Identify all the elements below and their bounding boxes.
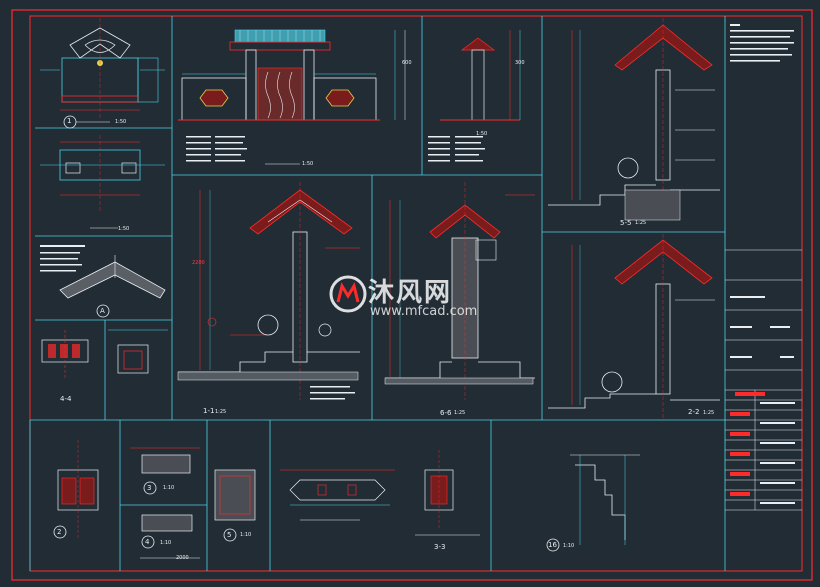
dimension-600: 600: [402, 60, 412, 66]
section-mark-4-4: 4-4: [60, 395, 72, 403]
inner-frame: [29, 15, 803, 572]
detail-section-a: [280, 469, 395, 521]
scale-elevation: 1:50: [302, 161, 314, 167]
section-mark-3-3: 3-3: [434, 543, 446, 551]
scale-side: 1:50: [476, 131, 488, 137]
detail-A-roof: [40, 245, 166, 318]
detail-number-4: 4: [145, 538, 150, 546]
section-mark-1-1: 1-1: [203, 407, 215, 415]
section-1-1: [177, 182, 360, 400]
section-2-2: [548, 234, 720, 418]
scale-detail-3: 1:10: [163, 485, 175, 491]
section-mark-6-6: 6-6: [440, 409, 452, 417]
detail-plan-2: [40, 135, 165, 229]
detail-number-2: 2: [57, 528, 62, 536]
detail-section-b: [415, 450, 480, 536]
scale-plan-2: 1:50: [118, 226, 130, 232]
detail-5: [214, 469, 256, 542]
detail-4: [140, 514, 200, 559]
side-elevation: [428, 30, 521, 162]
scale-section-5: 1:25: [635, 220, 647, 226]
watermark-url: www.mfcad.com: [370, 304, 478, 319]
title-block: [725, 249, 802, 511]
general-notes: [730, 24, 794, 62]
dimension-300: 300: [515, 60, 525, 66]
detail-number-1: 1: [67, 117, 72, 125]
outer-frame: [11, 9, 813, 581]
section-6-6: [384, 182, 535, 400]
scale-section-2: 1:25: [703, 410, 715, 416]
detail-16-profile: [546, 454, 640, 552]
detail-bottom-left: [41, 329, 168, 380]
dimension-2000: 2000: [176, 555, 189, 561]
detail-3: [130, 447, 200, 495]
detail-number-3: 3: [147, 484, 152, 492]
detail-number-16: 16: [548, 541, 557, 549]
section-mark-5-5: 5-5: [620, 219, 632, 227]
scale-detail-4: 1:10: [160, 540, 172, 546]
detail-1-plan: [40, 18, 165, 129]
panel-grid: [29, 16, 726, 571]
mfcad-logo-icon: [329, 275, 367, 313]
title-block-red-cells: [730, 392, 765, 496]
watermark-brand: 沐风网: [368, 278, 453, 308]
scale-section-1: 1:25: [215, 409, 227, 415]
section-5-5: [548, 18, 720, 221]
gate-elevation: [178, 29, 406, 165]
section-mark-2-2: 2-2: [688, 408, 700, 416]
scale-detail-5: 1:10: [240, 532, 252, 538]
scale-detail-16: 1:10: [563, 543, 575, 549]
watermark: 沐风网 www.mfcad.com: [328, 270, 498, 326]
dimension-2200: 2200: [192, 260, 205, 266]
detail-2: [53, 440, 99, 540]
detail-number-A: A: [100, 307, 105, 315]
detail-number-5: 5: [227, 531, 232, 539]
title-block-text-lines: [730, 296, 795, 504]
scale-section-6: 1:25: [454, 410, 466, 416]
scale-detail-1: 1:50: [115, 119, 127, 125]
